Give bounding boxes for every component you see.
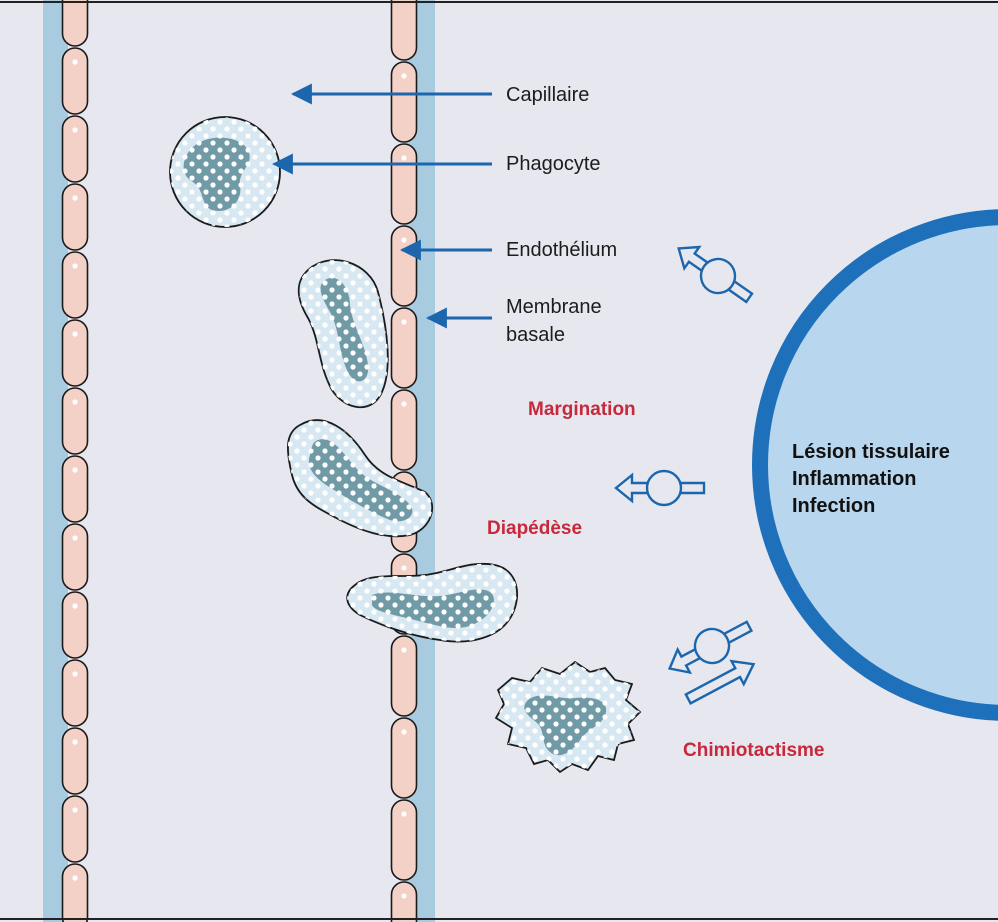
endothelial-cell-highlight xyxy=(72,807,77,812)
endothelial-cell-highlight xyxy=(401,811,406,816)
endothelial-cell-highlight xyxy=(401,893,406,898)
endothelial-cell-highlight xyxy=(72,535,77,540)
endothelial-cell-highlight xyxy=(401,319,406,324)
endothelial-cell xyxy=(63,116,88,182)
endothelial-cell-highlight xyxy=(72,739,77,744)
label-membrane-line2: basale xyxy=(506,322,565,349)
endothelial-cell-highlight xyxy=(72,467,77,472)
left-endothelium xyxy=(63,0,88,922)
endothelial-cell xyxy=(63,184,88,250)
endothelial-cell-highlight xyxy=(72,127,77,132)
endothelial-cell xyxy=(63,864,88,922)
endothelial-cell xyxy=(63,388,88,454)
endothelial-cell xyxy=(63,0,88,46)
endothelial-cell xyxy=(392,0,417,60)
label-endothelium: Endothélium xyxy=(506,237,617,264)
endothelial-cell-highlight xyxy=(401,73,406,78)
label-capillaire: Capillaire xyxy=(506,82,589,109)
endothelial-cell-highlight xyxy=(72,59,77,64)
endothelial-cell-highlight xyxy=(401,565,406,570)
endothelial-cell xyxy=(63,796,88,862)
endothelial-cell-highlight xyxy=(72,399,77,404)
endothelial-cell-highlight xyxy=(401,155,406,160)
endothelial-cell xyxy=(63,252,88,318)
right-endothelium xyxy=(392,0,417,922)
endothelial-cell-highlight xyxy=(72,195,77,200)
label-membrane-line1: Membrane xyxy=(506,294,602,321)
endothelial-cell-highlight xyxy=(72,603,77,608)
endothelial-cell-highlight xyxy=(401,647,406,652)
lesion-line2: Inflammation xyxy=(792,466,916,493)
lesion-line1: Lésion tissulaire xyxy=(792,439,950,466)
endothelial-cell-highlight xyxy=(72,263,77,268)
endothelial-cell xyxy=(63,456,88,522)
endothelial-cell-highlight xyxy=(72,331,77,336)
endothelial-cell-highlight xyxy=(401,401,406,406)
endothelial-cell-highlight xyxy=(72,671,77,676)
endothelial-cell xyxy=(63,48,88,114)
endothelial-cell xyxy=(392,882,417,922)
endothelial-cell-highlight xyxy=(401,729,406,734)
endothelial-cell xyxy=(63,660,88,726)
endothelial-cell xyxy=(63,592,88,658)
lesion-line3: Infection xyxy=(792,493,875,520)
endothelial-cell-highlight xyxy=(72,875,77,880)
endothelial-cell xyxy=(63,524,88,590)
endothelial-cell xyxy=(63,320,88,386)
label-diapedese: Diapédèse xyxy=(487,518,582,540)
phagocyte-round xyxy=(170,117,280,227)
label-margination: Margination xyxy=(528,399,636,421)
label-chimiotactisme: Chimiotactisme xyxy=(683,740,824,762)
label-phagocyte: Phagocyte xyxy=(506,151,601,178)
endothelial-cell-highlight xyxy=(401,237,406,242)
endothelial-cell xyxy=(63,728,88,794)
